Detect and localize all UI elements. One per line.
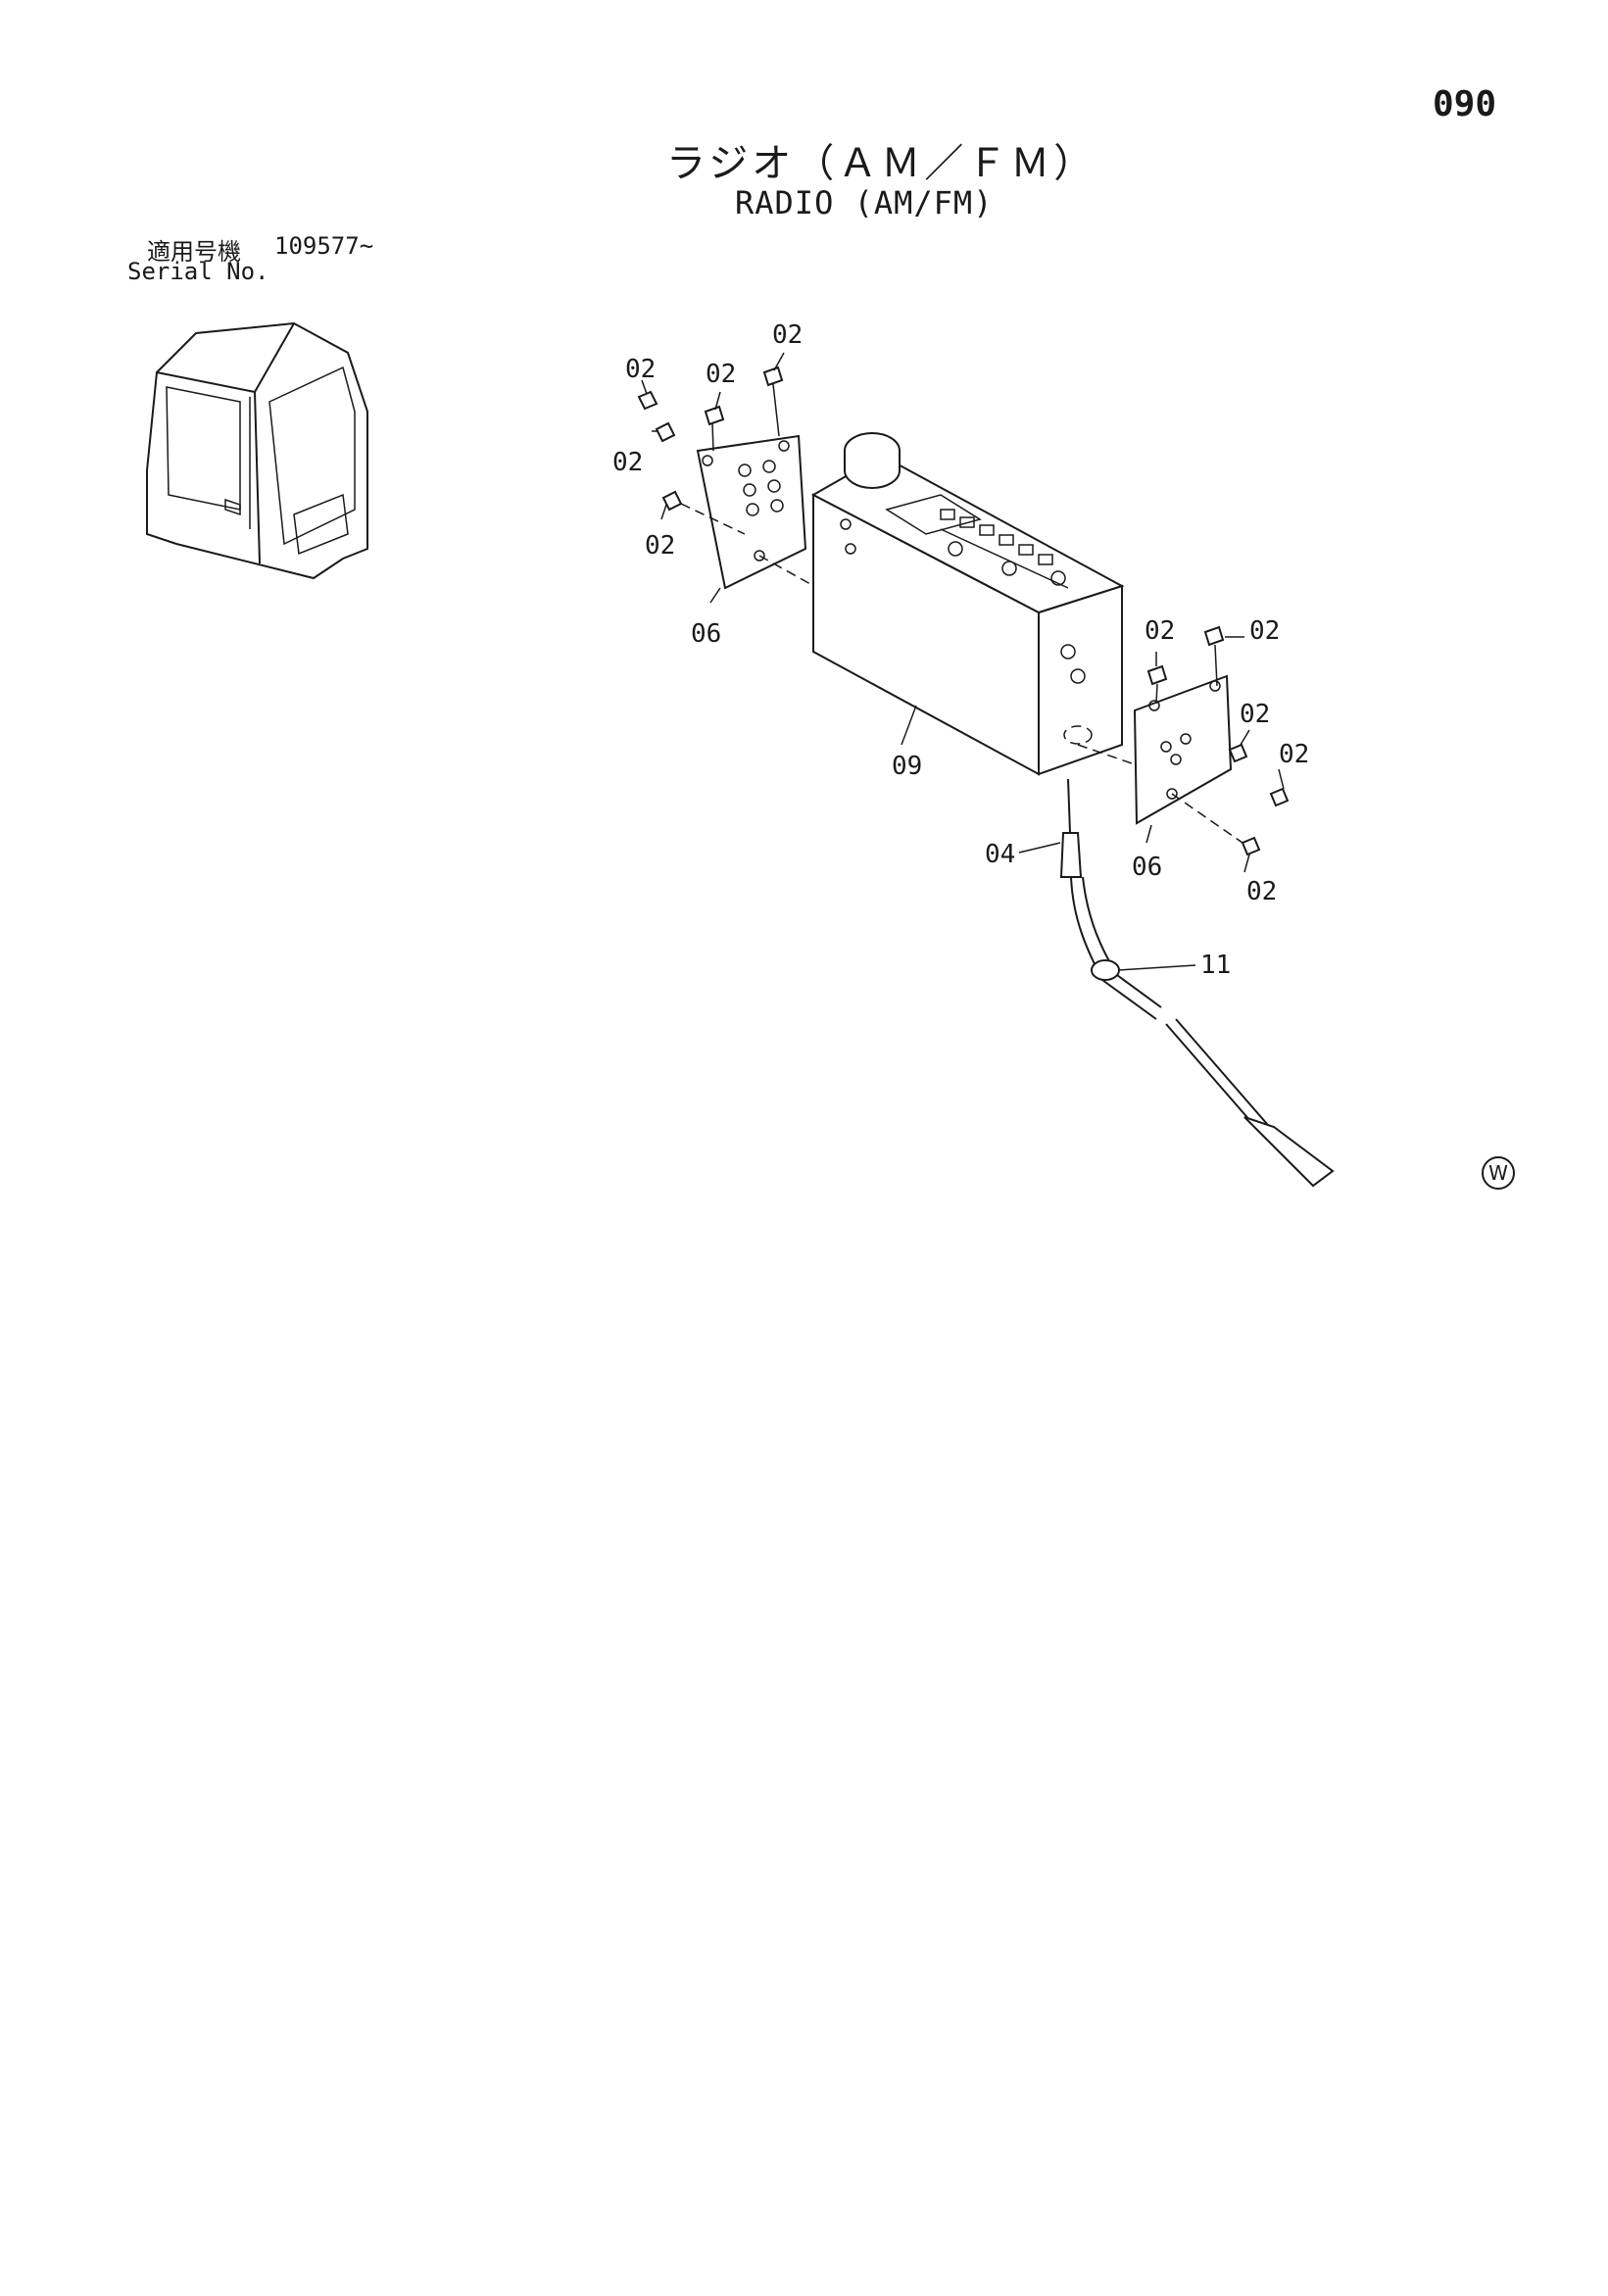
callout-02-h: 02 <box>1240 700 1270 729</box>
left-bracket <box>696 434 807 590</box>
cab-thumbnail <box>146 321 368 580</box>
callout-02-f: 02 <box>1145 616 1175 646</box>
callout-labels: 02 02 02 02 02 06 09 02 02 02 02 02 06 0… <box>612 320 1309 980</box>
callout-09: 09 <box>892 752 922 781</box>
callout-06-left: 06 <box>691 619 721 649</box>
callout-02-g: 02 <box>1249 616 1280 646</box>
leader-lines <box>641 352 1285 971</box>
callout-04: 04 <box>985 840 1015 869</box>
serial-label-english: Serial No. <box>127 258 269 285</box>
callout-02-e: 02 <box>645 531 675 561</box>
title-japanese: ラジオ（ＡＭ／ＦＭ） <box>666 141 1097 186</box>
screws-left <box>637 366 853 609</box>
callout-02-c: 02 <box>772 320 803 350</box>
page-number: 090 <box>1433 84 1497 124</box>
serial-range: 109577~ <box>274 232 374 260</box>
callout-02-d: 02 <box>612 448 643 477</box>
callout-02-b: 02 <box>706 360 736 389</box>
right-bracket <box>1133 674 1233 825</box>
callout-02-i: 02 <box>1279 740 1309 769</box>
callout-11: 11 <box>1200 951 1231 980</box>
radio-unit <box>810 432 1125 776</box>
callout-06-right: 06 <box>1132 853 1162 882</box>
antenna-assembly <box>1059 778 1335 1188</box>
serial-label-japanese: 適用号機 <box>147 238 241 266</box>
title-english: RADIO (AM/FM) <box>735 184 994 221</box>
callout-02-j: 02 <box>1246 877 1277 906</box>
corner-mark: W <box>1482 1156 1515 1190</box>
callout-02-a: 02 <box>625 355 656 384</box>
screws-right <box>1077 625 1290 856</box>
